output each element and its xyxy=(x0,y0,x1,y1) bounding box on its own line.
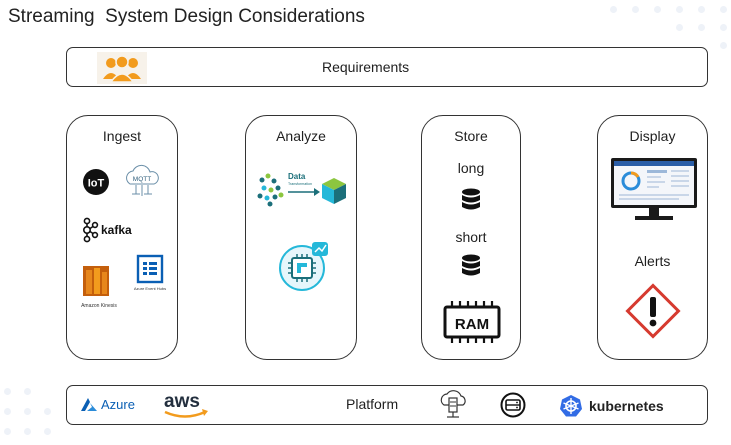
azure-event-hubs-label: Azure Event Hubs xyxy=(134,286,166,291)
platform-label: Platform xyxy=(346,396,399,412)
dashboard-monitor-icon xyxy=(609,156,699,227)
analyze-title: Analyze xyxy=(276,128,326,144)
cloud-server-icon xyxy=(437,389,469,426)
data-sublabel: Transformation xyxy=(288,182,312,186)
ai-chip-icon xyxy=(276,240,332,297)
analyze-column: Analyze Data Transformation xyxy=(245,115,357,360)
kubernetes-logo: kubernetes xyxy=(559,394,664,418)
azure-icon xyxy=(81,397,97,411)
kubernetes-icon xyxy=(560,395,582,417)
ram-label: RAM xyxy=(455,316,489,333)
azure-label: Azure xyxy=(101,397,135,412)
store-column: Store long short RAM xyxy=(421,115,521,360)
alerts-label: Alerts xyxy=(634,253,671,269)
ram-chip-icon: RAM xyxy=(442,299,502,350)
data-label: Data xyxy=(288,172,306,181)
ingest-title: Ingest xyxy=(102,128,142,144)
azure-event-hubs-icon: Azure Event Hubs xyxy=(130,254,170,299)
display-title: Display xyxy=(629,128,676,144)
ingest-column: Ingest IoT MQTT kafka xyxy=(66,115,178,360)
long-label: long xyxy=(457,160,485,176)
requirements-bar: Requirements xyxy=(66,47,708,87)
iot-label: IoT xyxy=(88,178,105,190)
requirements-label: Requirements xyxy=(322,59,410,75)
kafka-logo: kafka xyxy=(80,216,140,249)
platform-bar: Azure aws Platform xyxy=(66,385,708,425)
amazon-kinesis-icon: Amazon Kinesis xyxy=(77,264,121,315)
aws-logo: aws xyxy=(162,388,212,427)
display-column: Display Alerts xyxy=(597,115,708,360)
aws-label: aws xyxy=(164,391,200,412)
database-icon-long xyxy=(460,188,482,219)
data-transformation-icon: Data Transformation xyxy=(254,168,350,217)
iot-icon: IoT xyxy=(82,168,110,201)
people-group-icon xyxy=(97,52,147,84)
alert-warning-icon xyxy=(624,282,682,345)
page-title: Streaming System Design Considerations xyxy=(8,6,365,27)
kubernetes-label: kubernetes xyxy=(589,398,664,414)
mqtt-label: MQTT xyxy=(133,176,151,183)
mqtt-cloud-icon: MQTT xyxy=(122,164,162,205)
azure-logo: Azure xyxy=(81,397,135,412)
storage-drive-icon xyxy=(500,392,526,423)
kafka-label: kafka xyxy=(101,223,132,237)
database-icon-short xyxy=(460,254,482,285)
amazon-kinesis-label: Amazon Kinesis xyxy=(81,303,117,309)
short-label: short xyxy=(455,229,487,245)
store-title: Store xyxy=(454,128,488,144)
